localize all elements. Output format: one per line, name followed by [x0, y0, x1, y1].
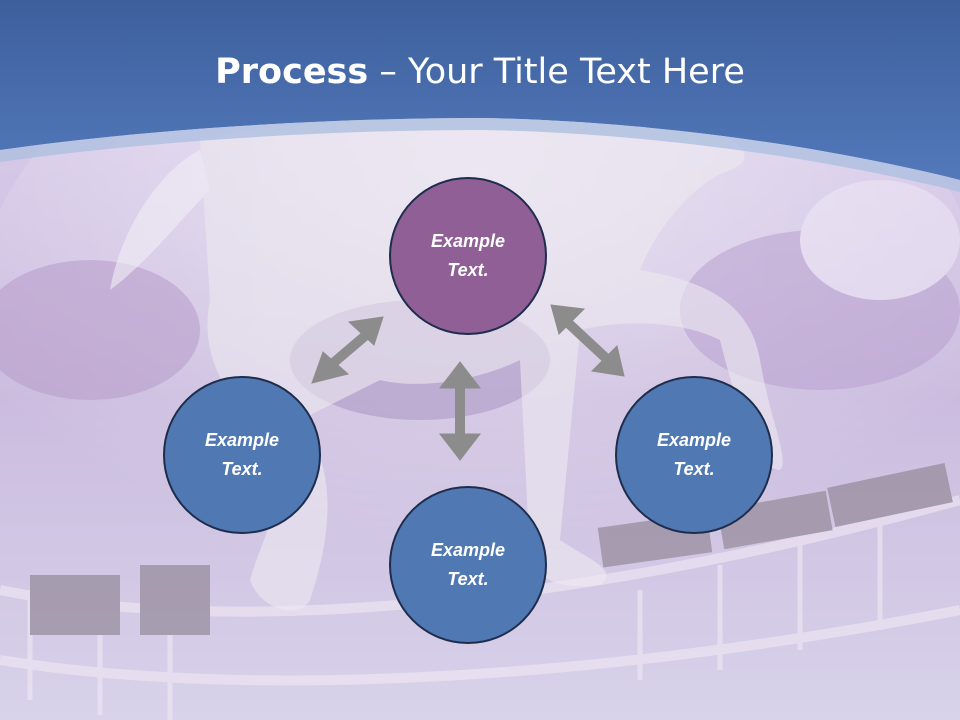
- node-bottom[interactable]: Example Text.: [389, 486, 547, 644]
- arrow-top-right: [550, 304, 625, 377]
- title-rest: – Your Title Text Here: [368, 52, 745, 92]
- node-bottom-label: Example Text.: [430, 540, 506, 589]
- arrow-top-left: [311, 316, 384, 384]
- header-band: [0, 0, 960, 180]
- node-left[interactable]: Example Text.: [163, 376, 321, 534]
- node-right[interactable]: Example Text.: [615, 376, 773, 534]
- arrow-vertical: [438, 361, 482, 461]
- header-band-highlight: [0, 118, 960, 192]
- node-left-label: Example Text.: [204, 430, 280, 479]
- node-right-label: Example Text.: [656, 430, 732, 479]
- title-bold: Process: [215, 52, 369, 92]
- node-top-label: Example Text.: [430, 231, 506, 280]
- slide-title: Process – Your Title Text Here: [0, 52, 960, 92]
- horse-silhouette: [110, 119, 783, 611]
- node-top[interactable]: Example Text.: [389, 177, 547, 335]
